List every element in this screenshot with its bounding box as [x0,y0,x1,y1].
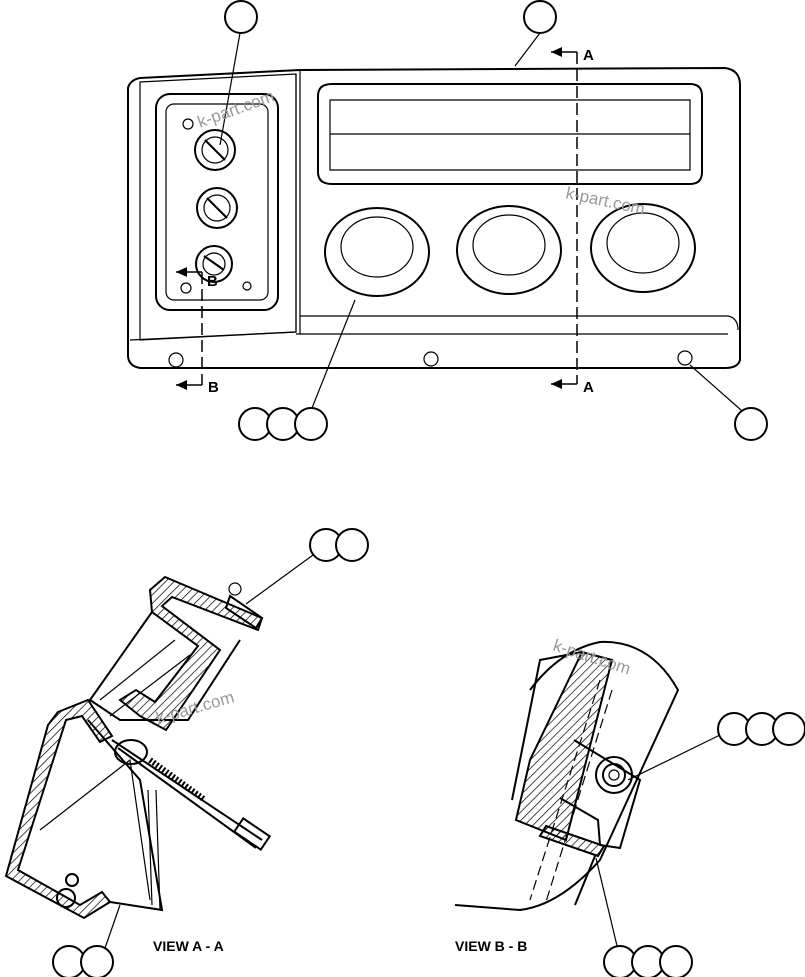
view-b-label: VIEW B - B [455,938,527,954]
control-panel-assembly [127,66,741,369]
section-line-b: B B [176,267,219,396]
view-b-section [454,640,680,912]
callout-balloon [335,528,369,562]
callout-balloon [80,945,114,977]
section-b-bottom-label: B [208,379,219,396]
callout-balloon [294,407,328,441]
mount-screw-icon [168,352,184,368]
round-vent-left [324,207,430,297]
section-line-a: A A [551,47,594,396]
view-a-label: VIEW A - A [153,938,224,954]
callout-balloons-view-a [52,528,369,977]
control-subpanel [155,93,279,311]
callout-balloons-top [219,0,768,441]
upper-vent-opening [317,83,703,185]
callout-balloon [734,407,768,441]
mount-screw-icon [423,351,439,367]
round-vent-center [456,205,562,295]
screw-icon [242,281,252,291]
fan-speed-knob [194,129,236,171]
section-b-inner-label: B [207,273,218,290]
callout-balloon [659,945,693,977]
callout-balloon [224,0,258,34]
callout-balloon [523,0,557,34]
screw-icon [180,282,192,294]
knob-shaft-icon [595,756,633,794]
section-a-top-label: A [583,47,594,64]
callout-balloon [772,712,805,746]
view-a-section [4,575,272,920]
screw-icon [182,118,194,130]
temperature-knob [196,187,238,229]
mode-switch-knob [195,245,233,283]
round-vent-right [590,203,696,293]
section-a-bottom-label: A [583,379,594,396]
panel-housing [127,66,741,369]
mount-screw-icon [677,350,693,366]
callout-balloons-view-b [595,712,805,977]
